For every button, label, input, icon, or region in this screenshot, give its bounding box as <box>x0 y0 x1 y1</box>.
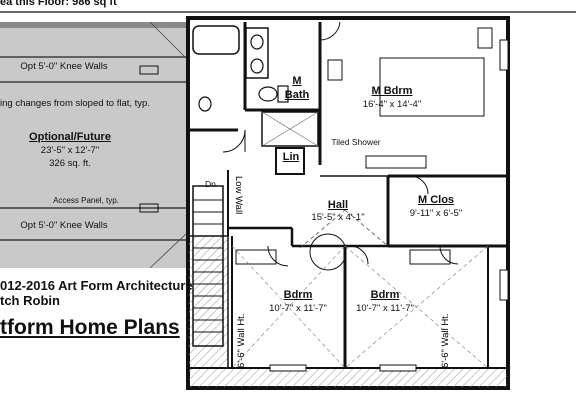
optional-dims: 23'-5" x 12'-7" <box>40 145 100 156</box>
attic-zone <box>0 22 188 268</box>
ceiling-note: ing changes from sloped to flat, typ. <box>0 98 150 109</box>
linen-closet <box>275 147 305 175</box>
bathtub <box>192 25 240 55</box>
stairs <box>192 185 224 347</box>
tiled-shower-note: Tiled Shower <box>331 137 381 147</box>
bottom-eave <box>187 367 509 389</box>
vanity <box>245 27 269 79</box>
low-wall-label: Low Wall <box>233 176 244 215</box>
shower <box>261 111 319 147</box>
floor-area-text: ea this Floor: 986 sq ft <box>0 0 117 8</box>
sink-1 <box>250 34 264 50</box>
bdrm-2-dims: 10'-7" x 11'-7" <box>356 303 414 314</box>
hall-dims: 15'-5" x 4'-1" <box>311 212 365 223</box>
brand-logo-text: tform Home Plans <box>0 316 180 339</box>
m-bath-label-line1: M <box>292 75 302 87</box>
bdrm-1-name: Bdrm <box>283 289 313 301</box>
designer-text: tch Robin <box>0 293 60 308</box>
optional-area: 326 sq. ft. <box>49 158 91 169</box>
linen-label: Lin <box>282 151 300 163</box>
m-bdrm-dims: 16'-4" x 14'-4" <box>362 99 422 110</box>
wall-height-left: 6'-6" Wall Ht. <box>236 313 247 368</box>
m-clos-dims: 9'-11" x 6'-5" <box>409 208 463 219</box>
sink-3 <box>198 96 212 112</box>
m-clos-name: M Clos <box>417 194 455 206</box>
copyright-text: 012-2016 Art Form Architecture <box>0 278 193 293</box>
hall-name: Hall <box>327 199 349 211</box>
m-bath-label-line2: Bath <box>284 89 310 101</box>
knee-wall-label-bottom: Opt 5'-0" Knee Walls <box>20 220 108 231</box>
knee-wall-label-top: Opt 5'-0" Knee Walls <box>20 61 108 72</box>
optional-title: Optional/Future <box>29 131 111 143</box>
bed <box>379 57 485 117</box>
m-bdrm-name: M Bdrm <box>371 85 413 97</box>
toilet <box>258 86 278 102</box>
sink-2 <box>250 58 264 74</box>
bdrm-1-dims: 10'-7" x 11'-7" <box>269 303 327 314</box>
stairs-down-label: Dn <box>205 179 216 189</box>
bdrm-2-name: Bdrm <box>370 289 400 301</box>
knee-wall-band-top <box>0 22 188 28</box>
wall-height-right: 6'-6" Wall Ht. <box>440 313 451 368</box>
access-panel-note: Access Panel, typ. <box>53 196 119 205</box>
left-eave <box>187 235 229 369</box>
